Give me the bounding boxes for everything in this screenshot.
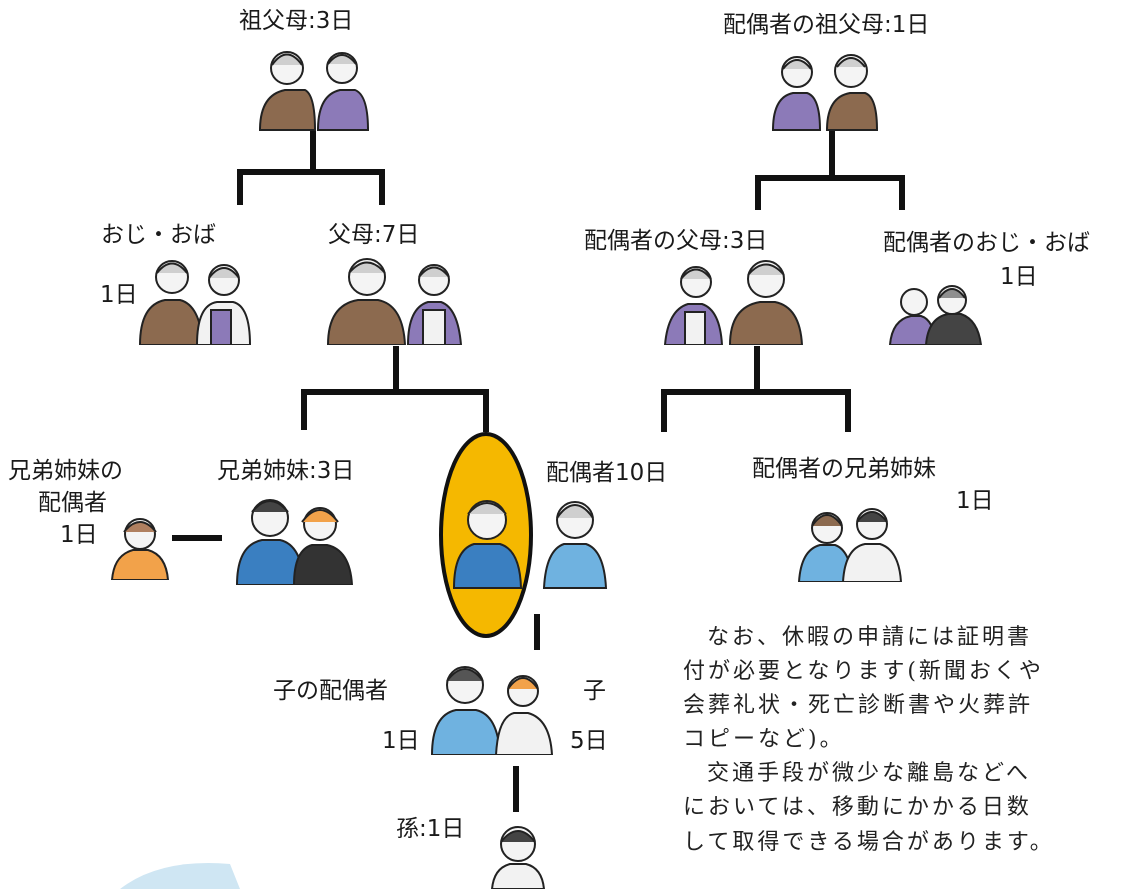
spouse-uncle-aunt-figure [888, 285, 983, 345]
note-line: においては、移動にかかる日数 [683, 795, 1032, 821]
note-line: コピーなど)。 [683, 727, 845, 753]
siblings-figure [235, 499, 354, 585]
note-line: なお、休暇の申請には証明書 [707, 625, 1033, 650]
spouse-siblings-figure [797, 508, 903, 582]
connector-grandparents [237, 128, 316, 205]
label-spouse-uncle-aunt-days: 1日 [1000, 264, 1038, 290]
label-child-spouse: 子の配偶者 [273, 678, 388, 704]
label-grandparents: 祖父母:3日 [239, 8, 354, 34]
label-child-days: 5日 [570, 728, 608, 754]
label-sibling-spouse-days: 1日 [60, 522, 98, 548]
connector-spouse-parents-right [757, 389, 851, 432]
label-spouse-siblings-days: 1日 [956, 488, 994, 514]
label-spouse-parents: 配偶者の父母:3日 [584, 228, 768, 254]
spouse-figure [542, 501, 608, 589]
connector-parents-right [396, 389, 489, 432]
connector-spouse-parents [661, 346, 760, 432]
label-spouse-grandparents: 配偶者の祖父母:1日 [723, 12, 930, 38]
note-line: 会葬礼状・死亡診断書や火葬許 [683, 693, 1034, 719]
connector-parents [301, 346, 399, 430]
connector-spouse-grandparents-right [832, 175, 905, 210]
label-grandchild: 孫:1日 [396, 816, 465, 842]
label-siblings: 兄弟姉妹:3日 [217, 458, 355, 484]
grandchild-figure [490, 826, 546, 889]
note-line: 交通手段が微少な離島などへ [707, 761, 1031, 787]
label-sibling-spouse-line1: 兄弟姉妹の [8, 458, 123, 484]
sibling-spouse-figure [110, 518, 170, 580]
connector-grandparents-right [313, 169, 385, 205]
note-text: なお、休暇の申請には証明書 付が必要となります(新聞おくや 会葬礼状・死亡診断書… [683, 621, 1148, 860]
label-child-spouse-days: 1日 [382, 728, 420, 754]
label-spouse-siblings: 配偶者の兄弟姉妹 [752, 456, 936, 482]
label-uncle-aunt-days: 1日 [100, 282, 138, 308]
grandparents-figure [258, 51, 370, 131]
note-line: 付が必要となります(新聞おくや [683, 659, 1044, 685]
label-parents: 父母:7日 [328, 222, 420, 248]
parents-figure [326, 258, 463, 345]
note-line: して取得できる場合があります。 [683, 829, 1055, 855]
label-uncle-aunt: おじ・おば [101, 222, 216, 248]
uncle-aunt-figure [138, 260, 252, 345]
child-and-spouse-figure [430, 666, 554, 755]
connector-spouse-grandparents [755, 128, 835, 210]
label-spouse: 配偶者10日 [546, 460, 668, 486]
decorative-wave [120, 863, 240, 889]
label-spouse-uncle-aunt: 配偶者のおじ・おば [883, 230, 1090, 256]
spouse-grandparents-figure [771, 54, 879, 131]
label-sibling-spouse-line2: 配偶者 [38, 490, 107, 516]
self-figure [452, 500, 523, 589]
spouse-parents-figure [663, 260, 804, 345]
label-child: 子 [583, 678, 606, 704]
